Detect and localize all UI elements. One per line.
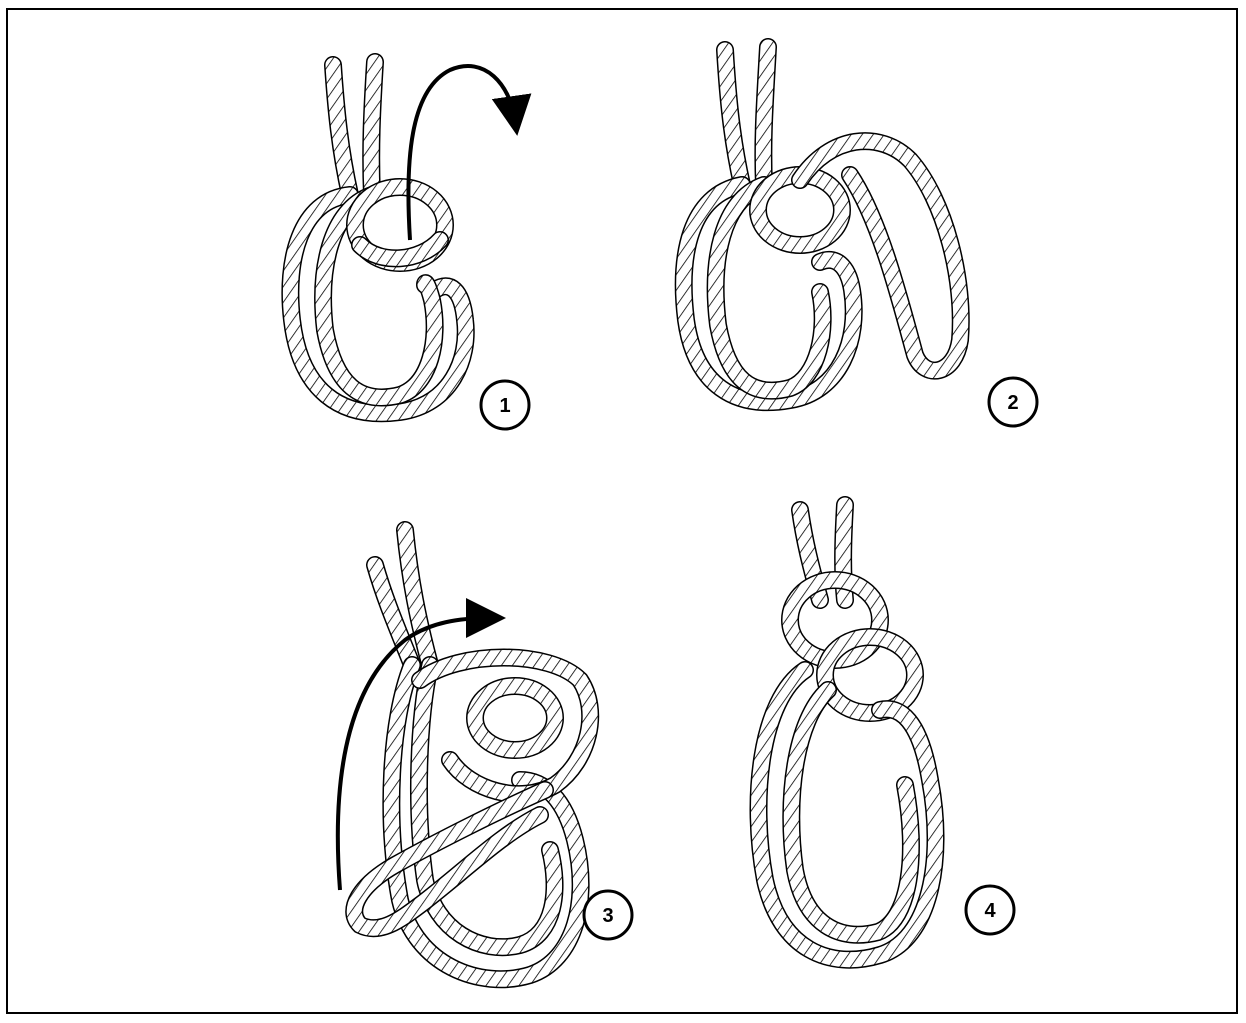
curved-arrow-icon — [408, 66, 515, 240]
step-2-badge: 2 — [989, 378, 1037, 426]
rope-strand-icon — [725, 47, 768, 185]
rope-loop-icon — [684, 185, 854, 402]
step-4-badge: 4 — [966, 886, 1014, 934]
step-3-badge: 3 — [584, 891, 632, 939]
rope-strand-icon — [375, 530, 430, 665]
step-1-badge: 1 — [481, 381, 529, 429]
rope-overhand-loop-icon — [355, 187, 445, 263]
step-2-illustration — [684, 47, 961, 402]
rope-overhand-loop-icon — [420, 658, 590, 795]
step-1-number: 1 — [499, 395, 510, 417]
step-3-illustration — [338, 530, 590, 979]
step-4-illustration — [758, 505, 935, 960]
step-4-number: 4 — [984, 900, 996, 922]
step-1-illustration — [290, 62, 515, 413]
step-2-number: 2 — [1007, 392, 1018, 414]
step-3-number: 3 — [602, 905, 613, 927]
rope-strand-icon — [333, 62, 375, 195]
